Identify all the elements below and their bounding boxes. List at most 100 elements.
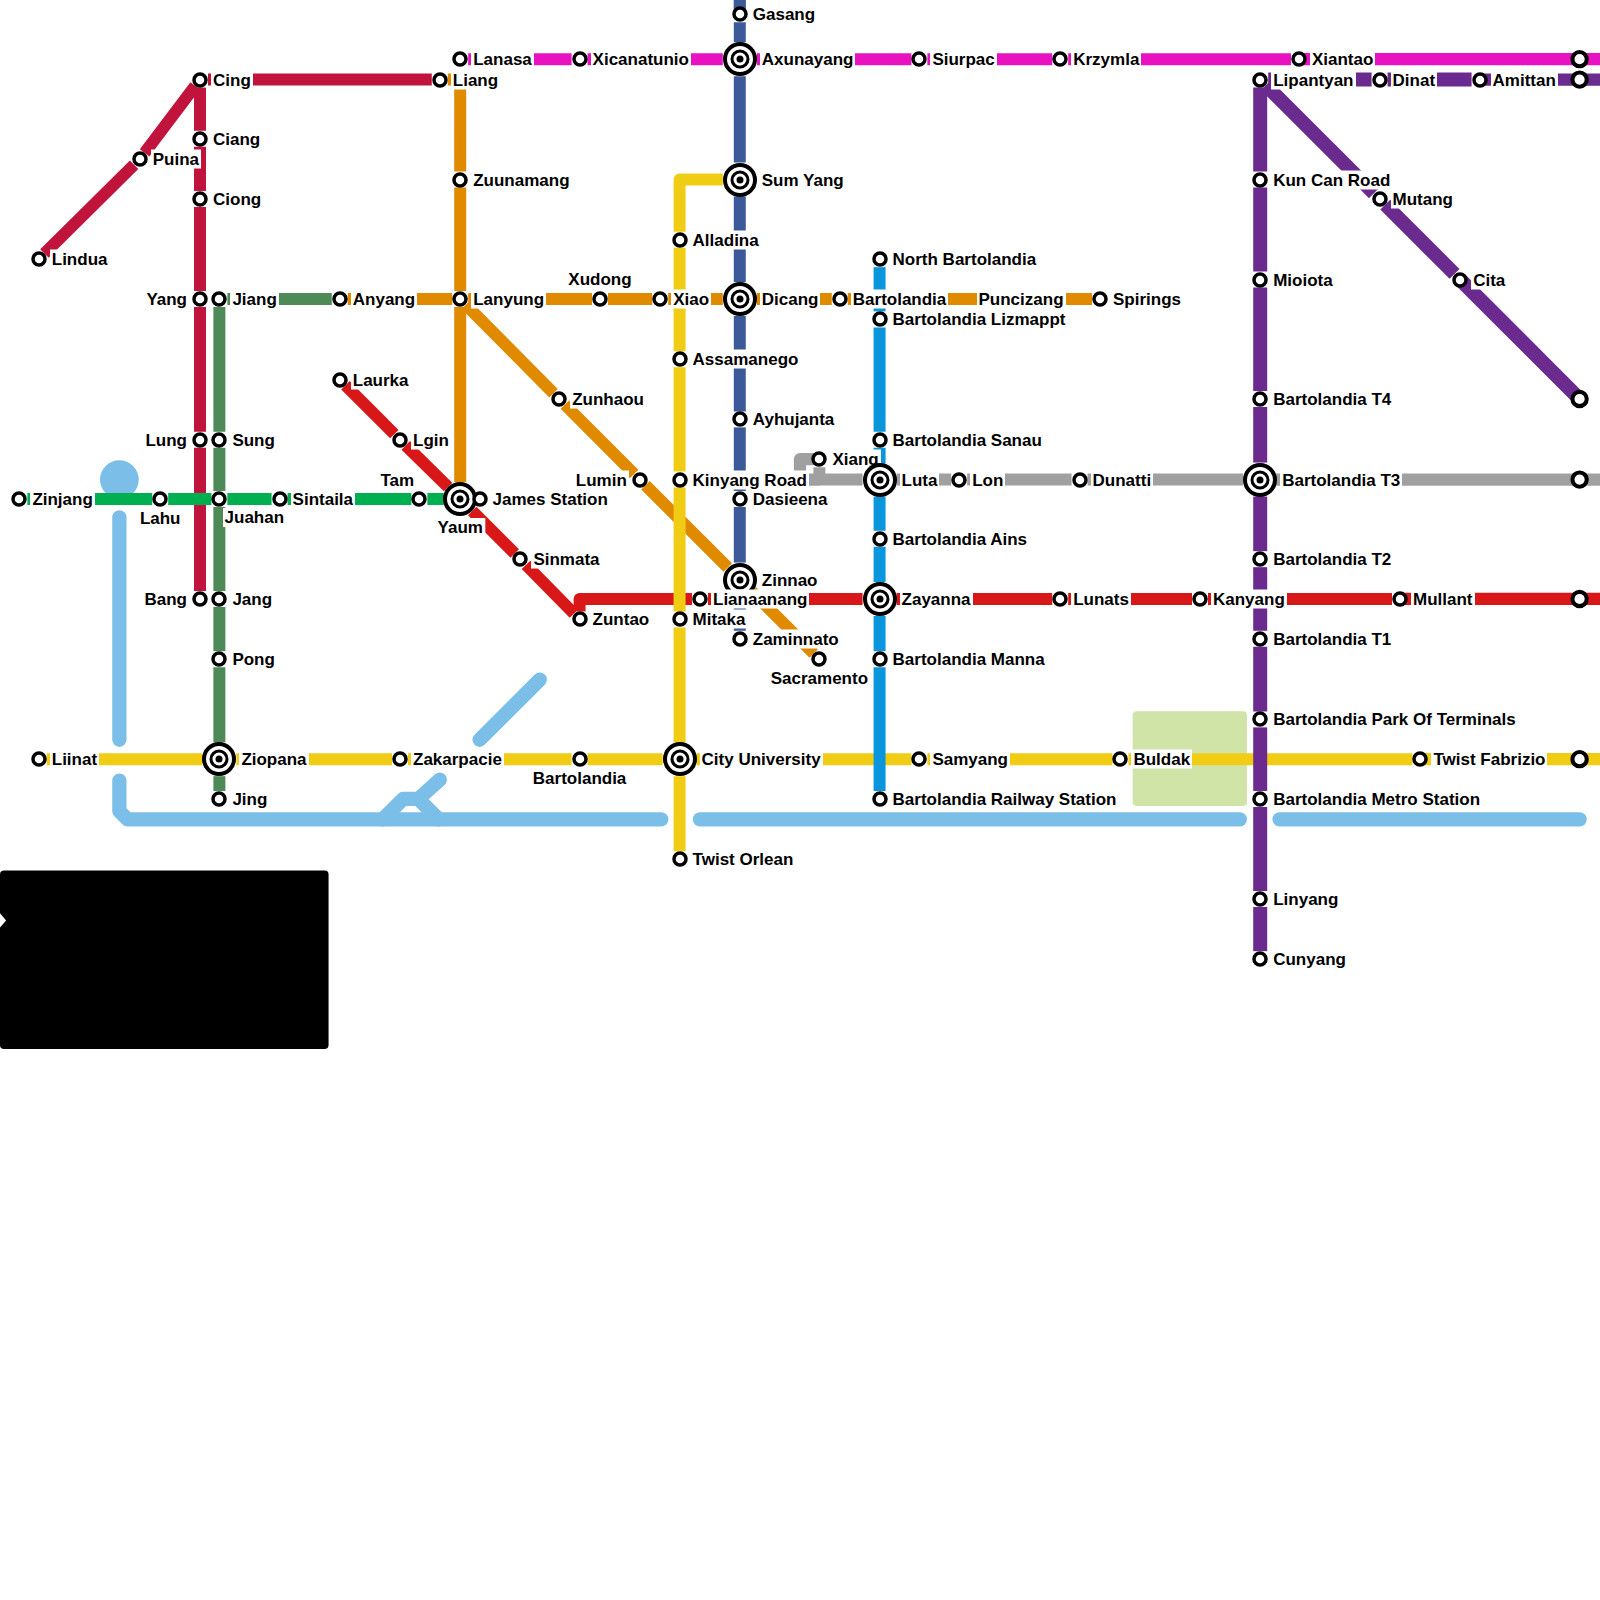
interchange-core [736,176,743,183]
metro-line [427,493,443,505]
station-name: Mitaka [691,610,748,629]
line-extensions [740,0,1600,759]
metro-line [819,467,862,479]
station-ring [1114,753,1126,765]
station-name: Linyang [1271,889,1340,908]
station: Xiao [652,291,668,307]
station-dot [872,791,888,807]
interchange-inner [872,591,888,607]
station-dot [672,351,688,367]
station-name: Lon [970,470,1005,489]
station-name: Twist Orlean [691,850,796,869]
station: Bang [192,591,208,607]
station-dot [11,491,27,507]
station-name: Bartolandia Metro Station [1271,789,1482,808]
station: Samyang [911,751,927,767]
station-name: Ciang [211,129,262,148]
metro-line [588,753,663,765]
station: Mioiota [1252,272,1268,288]
station: Bartolandia Lizmappt [872,311,888,327]
station-dot [1572,472,1586,486]
station-name: Lianaanang [711,589,809,608]
station-name: James Station [491,489,610,508]
station-name: Puina [151,150,201,169]
station-ring [134,153,146,165]
station-name: Kun Can Road [1271,170,1392,189]
station-name: Spirings [1111,289,1183,308]
metro-line [734,507,746,563]
station-ring [1474,74,1486,86]
station: City University [663,742,697,776]
metro-line [1253,188,1267,272]
station-name: Siurpac [930,50,996,69]
station-name: Jiang [230,289,278,308]
station-name: Xiantao [1310,50,1375,69]
station-dot [332,372,348,388]
interchange-core [216,756,223,763]
station: Siurpac [911,51,927,67]
station: Ayhujanta [732,411,748,427]
station-name: Ziopana [239,750,308,769]
station-ring [874,313,886,325]
interchange-core [676,756,683,763]
station: Tam [411,491,427,507]
station-dot [211,491,227,507]
station-dot [1252,631,1268,647]
station-name: Sinmata [531,550,601,569]
metro-line [874,547,886,582]
station-ring [1254,393,1266,405]
metro-line [44,165,134,254]
station: Ciang [192,131,208,147]
interchange-core [876,476,883,483]
station-name: Zuntao [591,610,652,629]
station-ring [213,793,225,805]
station-ring [514,553,526,565]
station-name: Xiao [671,289,711,308]
station: Sum Yang [723,163,757,197]
interchange-symbol [723,282,757,316]
station-ring [394,753,406,765]
station-dot [1572,52,1586,66]
station-dot [192,432,208,448]
station: James Station [472,491,488,507]
interchange-core [457,495,464,502]
station: Bartolandia T3 [1243,463,1277,497]
station-name: Pong [230,650,277,669]
station-name: Ciong [211,189,263,208]
station-ring [194,74,206,86]
station-dot [832,291,848,307]
station-ring [594,293,606,305]
station-ring [1054,593,1066,605]
station-ring [834,293,846,305]
station-dot [572,751,588,767]
station: Bartolandia T4 [1252,391,1268,407]
metro-line [466,305,554,394]
planned-segment [383,780,440,820]
station-ring [194,593,206,605]
station: Kun Can Road [1252,172,1268,188]
station-ring [194,293,206,305]
station: Lanyung [452,291,468,307]
metro-line [1253,647,1267,712]
station-dot [31,751,47,767]
metro-line [1253,727,1267,791]
station-dot [31,251,47,267]
station: Pong [211,651,227,667]
station-ring [1094,293,1106,305]
station: Ziopana [202,742,236,776]
station: Zaminnato [732,631,748,647]
station-name: Lahu [138,509,183,528]
edge-stations [1572,52,1586,766]
station-name: Liinat [50,750,99,769]
station-ring [1254,893,1266,905]
station-dot [452,291,468,307]
station-name: Dicang [760,289,821,308]
station-dot [411,491,427,507]
station-dot [732,491,748,507]
station-name: Bartolandia Ains [891,529,1029,548]
station-ring [1254,793,1266,805]
station-ring [674,853,686,865]
station-ring [213,434,225,446]
station: Kinyang Road [672,472,688,488]
station-ring [674,353,686,365]
